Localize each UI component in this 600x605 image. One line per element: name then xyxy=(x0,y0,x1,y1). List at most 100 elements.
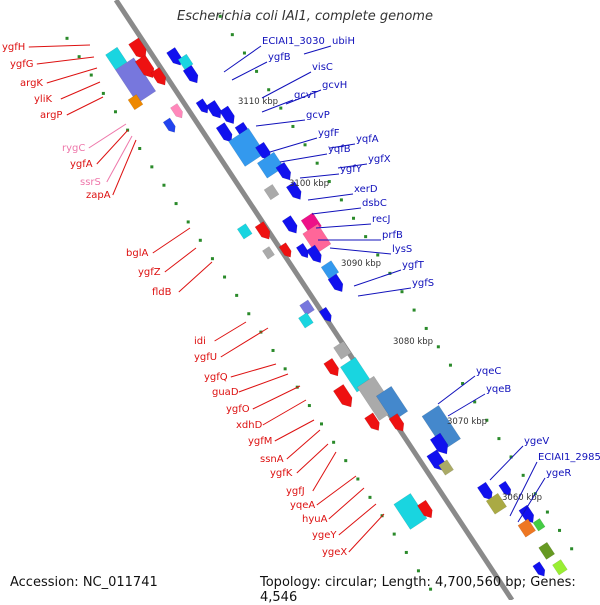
gene-label-ygfG[interactable]: ygfG xyxy=(10,59,34,70)
gene-label-ECIAI1_2985[interactable]: ECIAI1_2985 xyxy=(538,452,600,463)
gene-feature[interactable] xyxy=(262,246,275,260)
gene-feature[interactable] xyxy=(429,432,449,455)
gene-feature[interactable] xyxy=(228,127,266,167)
gene-feature[interactable] xyxy=(306,244,322,264)
gene-feature[interactable] xyxy=(127,94,144,111)
gene-label-yqeA[interactable]: yqeA xyxy=(290,500,315,511)
gene-label-yqeC[interactable]: yqeC xyxy=(476,366,501,377)
gene-feature[interactable] xyxy=(170,103,183,119)
gene-label-ygfQ[interactable]: ygfQ xyxy=(204,372,228,383)
gene-label-xdhD[interactable]: xdhD xyxy=(236,420,263,431)
gene-label-gcvT[interactable]: gcvT xyxy=(294,90,319,101)
gene-label-hyuA[interactable]: hyuA xyxy=(302,514,328,525)
gene-label-ECIAI1_3030[interactable]: ECIAI1_3030 xyxy=(262,36,325,47)
gene-label-idi[interactable]: idi xyxy=(194,336,206,347)
gene-feature[interactable] xyxy=(298,312,314,329)
gene-label-ygfF[interactable]: ygfF xyxy=(318,128,340,139)
gene-label-ygfA[interactable]: ygfA xyxy=(70,159,93,170)
gene-label-ygfU[interactable]: ygfU xyxy=(194,352,217,363)
gene-feature[interactable] xyxy=(219,105,235,125)
gene-feature[interactable] xyxy=(182,64,199,84)
gene-feature[interactable] xyxy=(517,518,537,538)
gene-label-bglA[interactable]: bglA xyxy=(126,248,148,259)
gene-feature[interactable] xyxy=(236,223,253,240)
gene-label-fldB[interactable]: fldB xyxy=(152,287,172,298)
gene-feature[interactable] xyxy=(532,561,546,577)
gene-label-ygeR[interactable]: ygeR xyxy=(546,468,571,479)
gene-feature[interactable] xyxy=(134,54,155,79)
gene-label-ygfB[interactable]: ygfB xyxy=(268,52,291,63)
gene-feature[interactable] xyxy=(215,122,233,143)
gene-feature[interactable] xyxy=(327,273,344,293)
scale-dot xyxy=(291,124,295,128)
gene-feature[interactable] xyxy=(281,215,298,234)
gene-label-ygfH[interactable]: ygfH xyxy=(2,42,25,53)
gene-label-ygfS[interactable]: ygfS xyxy=(412,278,434,289)
gene-label-yqfB[interactable]: yqfB xyxy=(328,144,351,155)
gene-label-ygfX[interactable]: ygfX xyxy=(368,154,391,165)
gene-leader-line xyxy=(28,44,91,48)
genome-title: Escherichia coli IAI1, complete genome xyxy=(177,9,433,24)
gene-feature[interactable] xyxy=(498,480,512,496)
gene-label-ygfJ[interactable]: ygfJ xyxy=(286,486,305,497)
gene-label-guaD[interactable]: guaD xyxy=(212,387,239,398)
gene-label-rygC[interactable]: rygC xyxy=(62,143,85,154)
gene-label-zapA[interactable]: zapA xyxy=(86,190,111,201)
gene-label-gcvP[interactable]: gcvP xyxy=(306,110,330,121)
gene-feature[interactable] xyxy=(417,499,433,519)
gene-feature[interactable] xyxy=(364,412,380,431)
gene-label-visC[interactable]: visC xyxy=(312,62,333,73)
gene-feature[interactable] xyxy=(323,357,339,377)
gene-feature[interactable] xyxy=(532,518,546,532)
gene-label-yqeB[interactable]: yqeB xyxy=(486,384,511,395)
gene-label-argK[interactable]: argK xyxy=(20,78,43,89)
gene-feature[interactable] xyxy=(254,221,271,240)
gene-label-yliK[interactable]: yliK xyxy=(34,94,52,105)
gene-label-gcvH[interactable]: gcvH xyxy=(322,80,347,91)
gene-feature[interactable] xyxy=(318,306,332,323)
gene-label-ssrS[interactable]: ssrS xyxy=(80,177,101,188)
gene-leader-line xyxy=(220,327,269,358)
gene-label-ssnA[interactable]: ssnA xyxy=(260,454,284,465)
gene-label-ygeY[interactable]: ygeY xyxy=(312,530,337,541)
gene-feature[interactable] xyxy=(332,384,353,408)
gene-feature[interactable] xyxy=(477,481,493,501)
gene-label-argP[interactable]: argP xyxy=(40,110,62,121)
gene-feature[interactable] xyxy=(205,99,222,119)
gene-feature[interactable] xyxy=(485,492,508,515)
gene-label-ygfT[interactable]: ygfT xyxy=(402,260,425,271)
gene-feature[interactable] xyxy=(166,47,182,66)
gene-feature[interactable] xyxy=(552,559,568,576)
gene-leader-line xyxy=(262,399,307,426)
gene-feature[interactable] xyxy=(538,541,556,560)
gene-feature[interactable] xyxy=(162,117,176,133)
scale-dot xyxy=(279,106,283,110)
gene-label-ygfO[interactable]: ygfO xyxy=(226,404,250,415)
gene-label-ygfM[interactable]: ygfM xyxy=(248,436,272,447)
gene-feature[interactable] xyxy=(285,181,302,200)
gene-feature[interactable] xyxy=(128,37,147,60)
gene-feature[interactable] xyxy=(388,413,405,432)
gene-feature[interactable] xyxy=(150,66,167,86)
gene-label-xerD[interactable]: xerD xyxy=(354,184,378,195)
gene-label-yqfA[interactable]: yqfA xyxy=(356,134,379,145)
gene-feature[interactable] xyxy=(263,183,280,201)
gene-feature[interactable] xyxy=(438,459,454,476)
gene-label-recJ[interactable]: recJ xyxy=(372,214,391,225)
gene-label-ubiH[interactable]: ubiH xyxy=(332,36,355,47)
gene-label-ygeX[interactable]: ygeX xyxy=(322,547,347,558)
scale-dot xyxy=(376,253,380,257)
gene-leader-line xyxy=(348,513,385,553)
gene-label-dsbC[interactable]: dsbC xyxy=(362,198,387,209)
gene-label-ygfY[interactable]: ygfY xyxy=(340,164,363,175)
gene-feature[interactable] xyxy=(278,242,292,258)
gene-label-ygfZ[interactable]: ygfZ xyxy=(138,267,161,278)
gene-label-prfB[interactable]: prfB xyxy=(382,230,403,241)
gene-feature[interactable] xyxy=(333,340,352,360)
gene-feature[interactable] xyxy=(275,161,292,181)
gene-label-ygeV[interactable]: ygeV xyxy=(524,436,549,447)
gene-label-lysS[interactable]: lysS xyxy=(392,244,412,255)
gene-leader-line xyxy=(223,45,262,73)
gene-label-ygfK[interactable]: ygfK xyxy=(270,468,293,479)
gene-leader-line xyxy=(307,193,354,201)
